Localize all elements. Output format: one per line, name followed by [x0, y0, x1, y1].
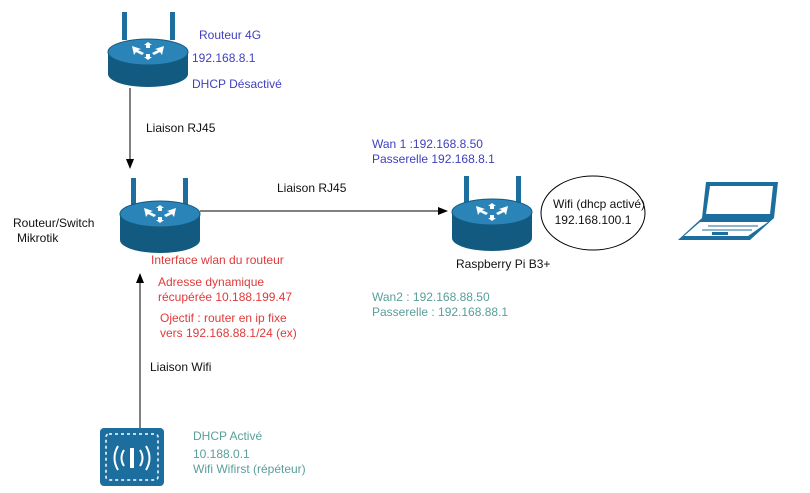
router-4g-icon [107, 12, 189, 87]
raspberry-wan2: Wan2 : 192.168.88.50 [372, 290, 490, 304]
mikrotik-dynamic-line1: Adresse dynamique [158, 275, 265, 289]
mikrotik-name-line1: Routeur/Switch [13, 216, 95, 230]
ap-name: Wifi Wifirst (répéteur) [193, 462, 306, 476]
router-raspberry-icon [451, 176, 533, 251]
wireless-access-point-icon [100, 428, 164, 486]
wifi-bubble [540, 175, 646, 251]
raspberry-gateway1: Passerelle 192.168.8.1 [372, 152, 495, 166]
mikrotik-dynamic-line2: récupérée 10.188.199.47 [158, 290, 293, 304]
raspberry-name: Raspberry Pi B3+ [456, 257, 551, 271]
link-label-rj45-mid: Liaison RJ45 [277, 181, 347, 195]
link-label-wifi: Liaison Wifi [150, 360, 212, 374]
wifi-bubble-line1: Wifi (dhcp activé) [553, 197, 646, 211]
raspberry-gateway2: Passerelle : 192.168.88.1 [372, 305, 509, 319]
raspberry-wan1: Wan 1 :192.168.8.50 [372, 137, 483, 151]
laptop-icon [678, 182, 778, 240]
mikrotik-interface: Interface wlan du routeur [151, 253, 284, 267]
link-label-rj45-top: Liaison RJ45 [146, 121, 216, 135]
wifi-bubble-line2: 192.168.100.1 [554, 213, 632, 227]
router-4g-name: Routeur 4G [199, 28, 262, 42]
ap-dhcp: DHCP Activé [193, 429, 263, 443]
mikrotik-name-line2: Mikrotik [17, 231, 59, 245]
ap-ip: 10.188.0.1 [193, 447, 250, 461]
router-4g-ip: 192.168.8.1 [192, 51, 256, 65]
mikrotik-goal-line1: Ojectif : router en ip fixe [160, 311, 287, 325]
router-mikrotik-icon [119, 178, 201, 253]
router-4g-dhcp: DHCP Désactivé [192, 77, 282, 91]
mikrotik-goal-line2: vers 192.168.88.1/24 (ex) [160, 326, 297, 340]
